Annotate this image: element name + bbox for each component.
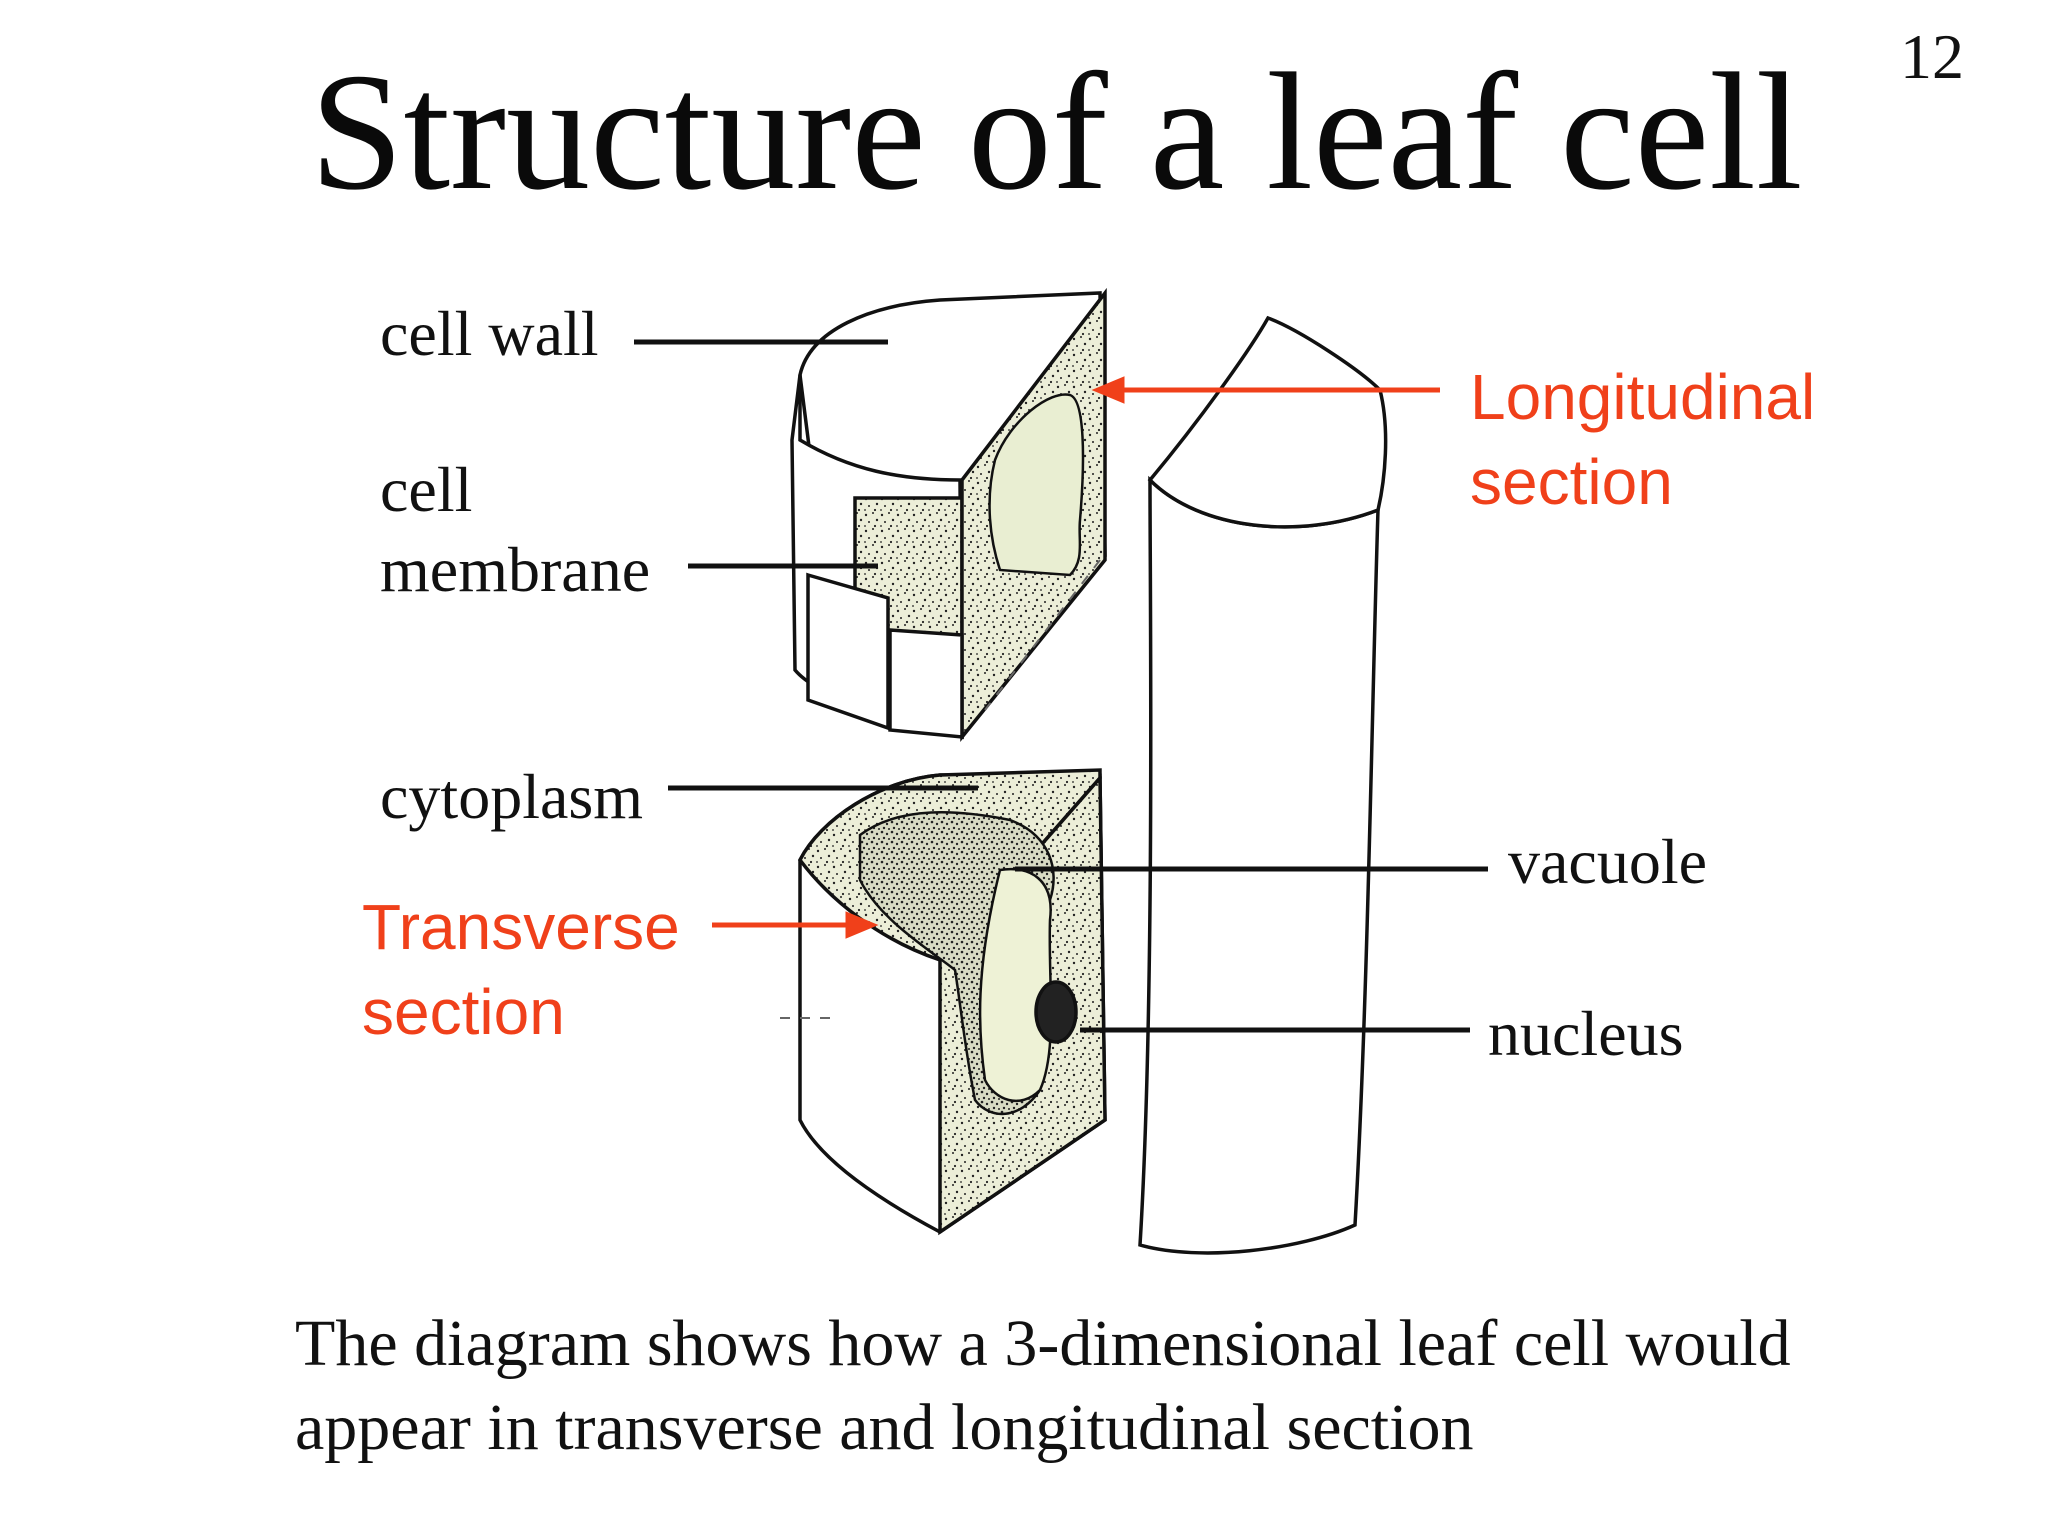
slide-title: Structure of a leaf cell xyxy=(310,39,1803,225)
leader-lines xyxy=(634,339,1488,1033)
upper-block-longitudinal xyxy=(790,287,1107,742)
label-cell-wall: cell wall xyxy=(380,298,599,369)
red-arrows xyxy=(712,376,1440,939)
transverse-arrowhead xyxy=(845,911,879,939)
label-longitudinal-line1: Longitudinal xyxy=(1470,361,1816,433)
caption-text: The diagram shows how a 3-dimensional le… xyxy=(295,1307,1791,1464)
guide-dashes xyxy=(780,559,1101,1019)
label-cell-membrane-line2: membrane xyxy=(380,534,651,605)
label-longitudinal-line2: section xyxy=(1470,446,1673,518)
longitudinal-arrowhead xyxy=(1091,376,1125,404)
label-nucleus: nucleus xyxy=(1488,998,1684,1069)
label-vacuole: vacuole xyxy=(1508,826,1707,897)
nucleus-shape xyxy=(1034,980,1078,1044)
label-cell-membrane-line1: cell xyxy=(380,454,473,525)
whole-cell-cylinder xyxy=(1138,315,1388,1255)
label-cytoplasm: cytoplasm xyxy=(380,761,644,832)
label-transverse-line1: Transverse xyxy=(362,891,680,963)
lower-block-transverse xyxy=(797,768,1107,1236)
slide-number: 12 xyxy=(1900,21,1964,92)
label-transverse-line2: section xyxy=(362,976,565,1048)
